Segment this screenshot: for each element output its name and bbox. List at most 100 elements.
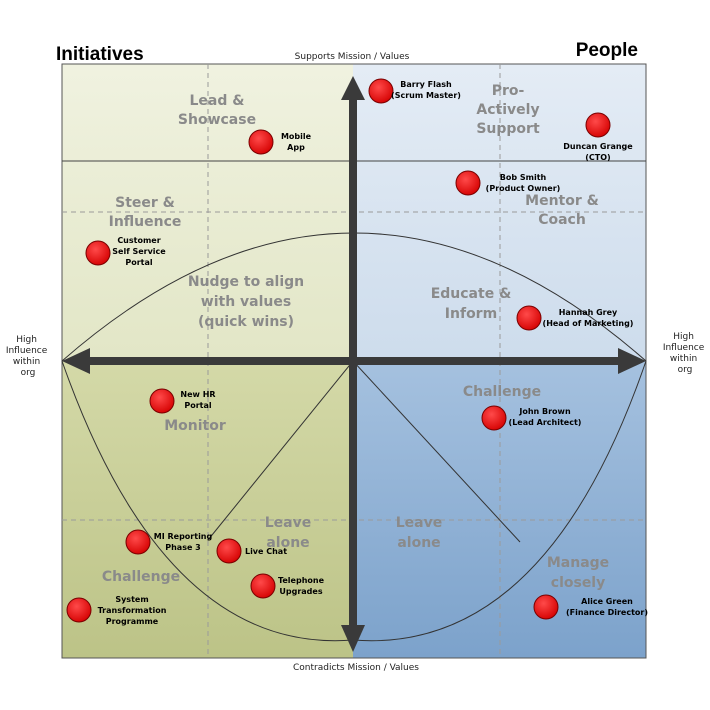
zone-label-line: Lead & xyxy=(190,93,245,109)
item-dot[interactable] xyxy=(455,170,481,196)
zone-label-line: Coach xyxy=(538,212,586,228)
item-label-line: System xyxy=(115,595,148,604)
left-axis-label-line: org xyxy=(21,368,36,378)
item-dot[interactable] xyxy=(66,597,92,623)
item-label-line: Customer xyxy=(117,236,160,245)
item-label-line: Hannah Grey xyxy=(559,308,618,317)
item-label-line: Live Chat xyxy=(245,547,287,556)
left-axis-label-line: High xyxy=(16,335,37,345)
top-axis-label: Supports Mission / Values xyxy=(295,52,410,62)
zone-label-line: (quick wins) xyxy=(198,314,294,330)
item-label-line: Mobile xyxy=(281,132,312,141)
vertical-axis-arrowhead-down xyxy=(341,625,365,652)
item-dot[interactable] xyxy=(250,573,276,599)
item-label-line: (Scrum Master) xyxy=(391,91,461,100)
zone-label-line: Educate & xyxy=(431,286,512,302)
zone-label-line: Monitor xyxy=(164,418,226,434)
left-axis-label-line: Influence xyxy=(6,346,48,356)
item-dot[interactable] xyxy=(125,529,151,555)
zone-label-mentor-coach: Mentor &Coach xyxy=(525,193,599,228)
horizontal-axis-arrowhead-left xyxy=(62,348,90,374)
item-label-line: John Brown xyxy=(518,407,571,416)
item-live-chat[interactable]: Live Chat xyxy=(216,538,287,564)
item-dot[interactable] xyxy=(149,388,175,414)
item-label-line: Alice Green xyxy=(581,597,633,606)
right-axis-label-line: Influence xyxy=(663,343,705,353)
zone-label-line: Challenge xyxy=(463,384,541,400)
item-dot[interactable] xyxy=(368,78,394,104)
item-label-line: (CTO) xyxy=(585,153,610,162)
item-label-line: Bob Smith xyxy=(500,173,547,182)
zone-label-line: Actively xyxy=(476,102,539,118)
item-dot[interactable] xyxy=(516,305,542,331)
item-label-line: Portal xyxy=(125,258,153,267)
right-axis-label-line: High xyxy=(673,332,694,342)
right-axis-label-line: within xyxy=(670,354,697,364)
item-alice-green[interactable]: Alice Green(Finance Director) xyxy=(533,594,648,620)
bottom-axis-label: Contradicts Mission / Values xyxy=(293,663,419,673)
initiatives-heading: Initiatives xyxy=(56,44,144,65)
item-dot[interactable] xyxy=(85,240,111,266)
item-label-line: Portal xyxy=(184,401,212,410)
item-label: Hannah Grey(Head of Marketing) xyxy=(543,308,634,328)
zone-label-monitor: Monitor xyxy=(164,418,226,434)
right-axis-label-line: org xyxy=(678,365,693,375)
left-axis-label: High Influence within org xyxy=(6,335,50,378)
item-label-line: (Product Owner) xyxy=(486,184,561,193)
right-axis-label: High Influence within org xyxy=(663,332,707,375)
item-label-line: Barry Flash xyxy=(400,80,452,89)
zone-label-line: with values xyxy=(201,294,291,310)
zone-label-line: alone xyxy=(266,535,309,551)
item-label-line: App xyxy=(287,143,305,152)
zone-label-educate-inform: Educate & Inform xyxy=(431,286,512,322)
item-dot[interactable] xyxy=(533,594,559,620)
item-label: Live Chat xyxy=(245,547,287,556)
zone-label-line: closely xyxy=(551,575,605,591)
zone-label-line: alone xyxy=(397,535,440,551)
item-label-line: Telephone xyxy=(278,576,325,585)
item-label: Bob Smith (Product Owner) xyxy=(486,173,561,193)
zone-label-nudge: Nudge to align with values (quick wins) xyxy=(188,274,304,330)
item-duncan-grange[interactable]: Duncan Grange (CTO) xyxy=(563,112,633,162)
zone-label-line: Leave xyxy=(396,515,442,531)
item-dot[interactable] xyxy=(248,129,274,155)
item-dot[interactable] xyxy=(585,112,611,138)
item-label-line: Phase 3 xyxy=(165,543,201,552)
item-john-brown[interactable]: John Brown(Lead Architect) xyxy=(481,405,581,431)
zone-label-leave-alone-right: Leave alone xyxy=(396,515,442,551)
item-dot[interactable] xyxy=(481,405,507,431)
item-dot[interactable] xyxy=(216,538,242,564)
zone-label-steer-influence: Steer & Influence xyxy=(109,195,182,230)
zone-label-line: Support xyxy=(476,121,540,137)
item-label-line: Upgrades xyxy=(279,587,322,596)
zone-label-line: Pro- xyxy=(492,83,525,99)
right-diagonal-line xyxy=(352,360,521,543)
item-label-line: MI Reporting xyxy=(154,532,213,541)
item-barry-flash[interactable]: Barry Flash (Scrum Master) xyxy=(368,78,461,104)
zone-label-line: Steer & xyxy=(115,195,175,211)
lower-right-curve xyxy=(352,360,647,642)
zone-label-line: Showcase xyxy=(178,112,256,128)
zone-label-line: Nudge to align xyxy=(188,274,304,290)
item-label-line: Transformation xyxy=(98,606,167,615)
item-bob-smith[interactable]: Bob Smith (Product Owner) xyxy=(455,170,561,196)
item-label-line: Duncan Grange xyxy=(563,142,633,151)
zone-label-line: Influence xyxy=(109,214,182,230)
item-hannah-grey[interactable]: Hannah Grey(Head of Marketing) xyxy=(516,305,634,331)
zone-label-line: Inform xyxy=(445,306,497,322)
axes-arrows xyxy=(62,76,646,652)
zone-label-lead-showcase: Lead & Showcase xyxy=(178,93,256,128)
